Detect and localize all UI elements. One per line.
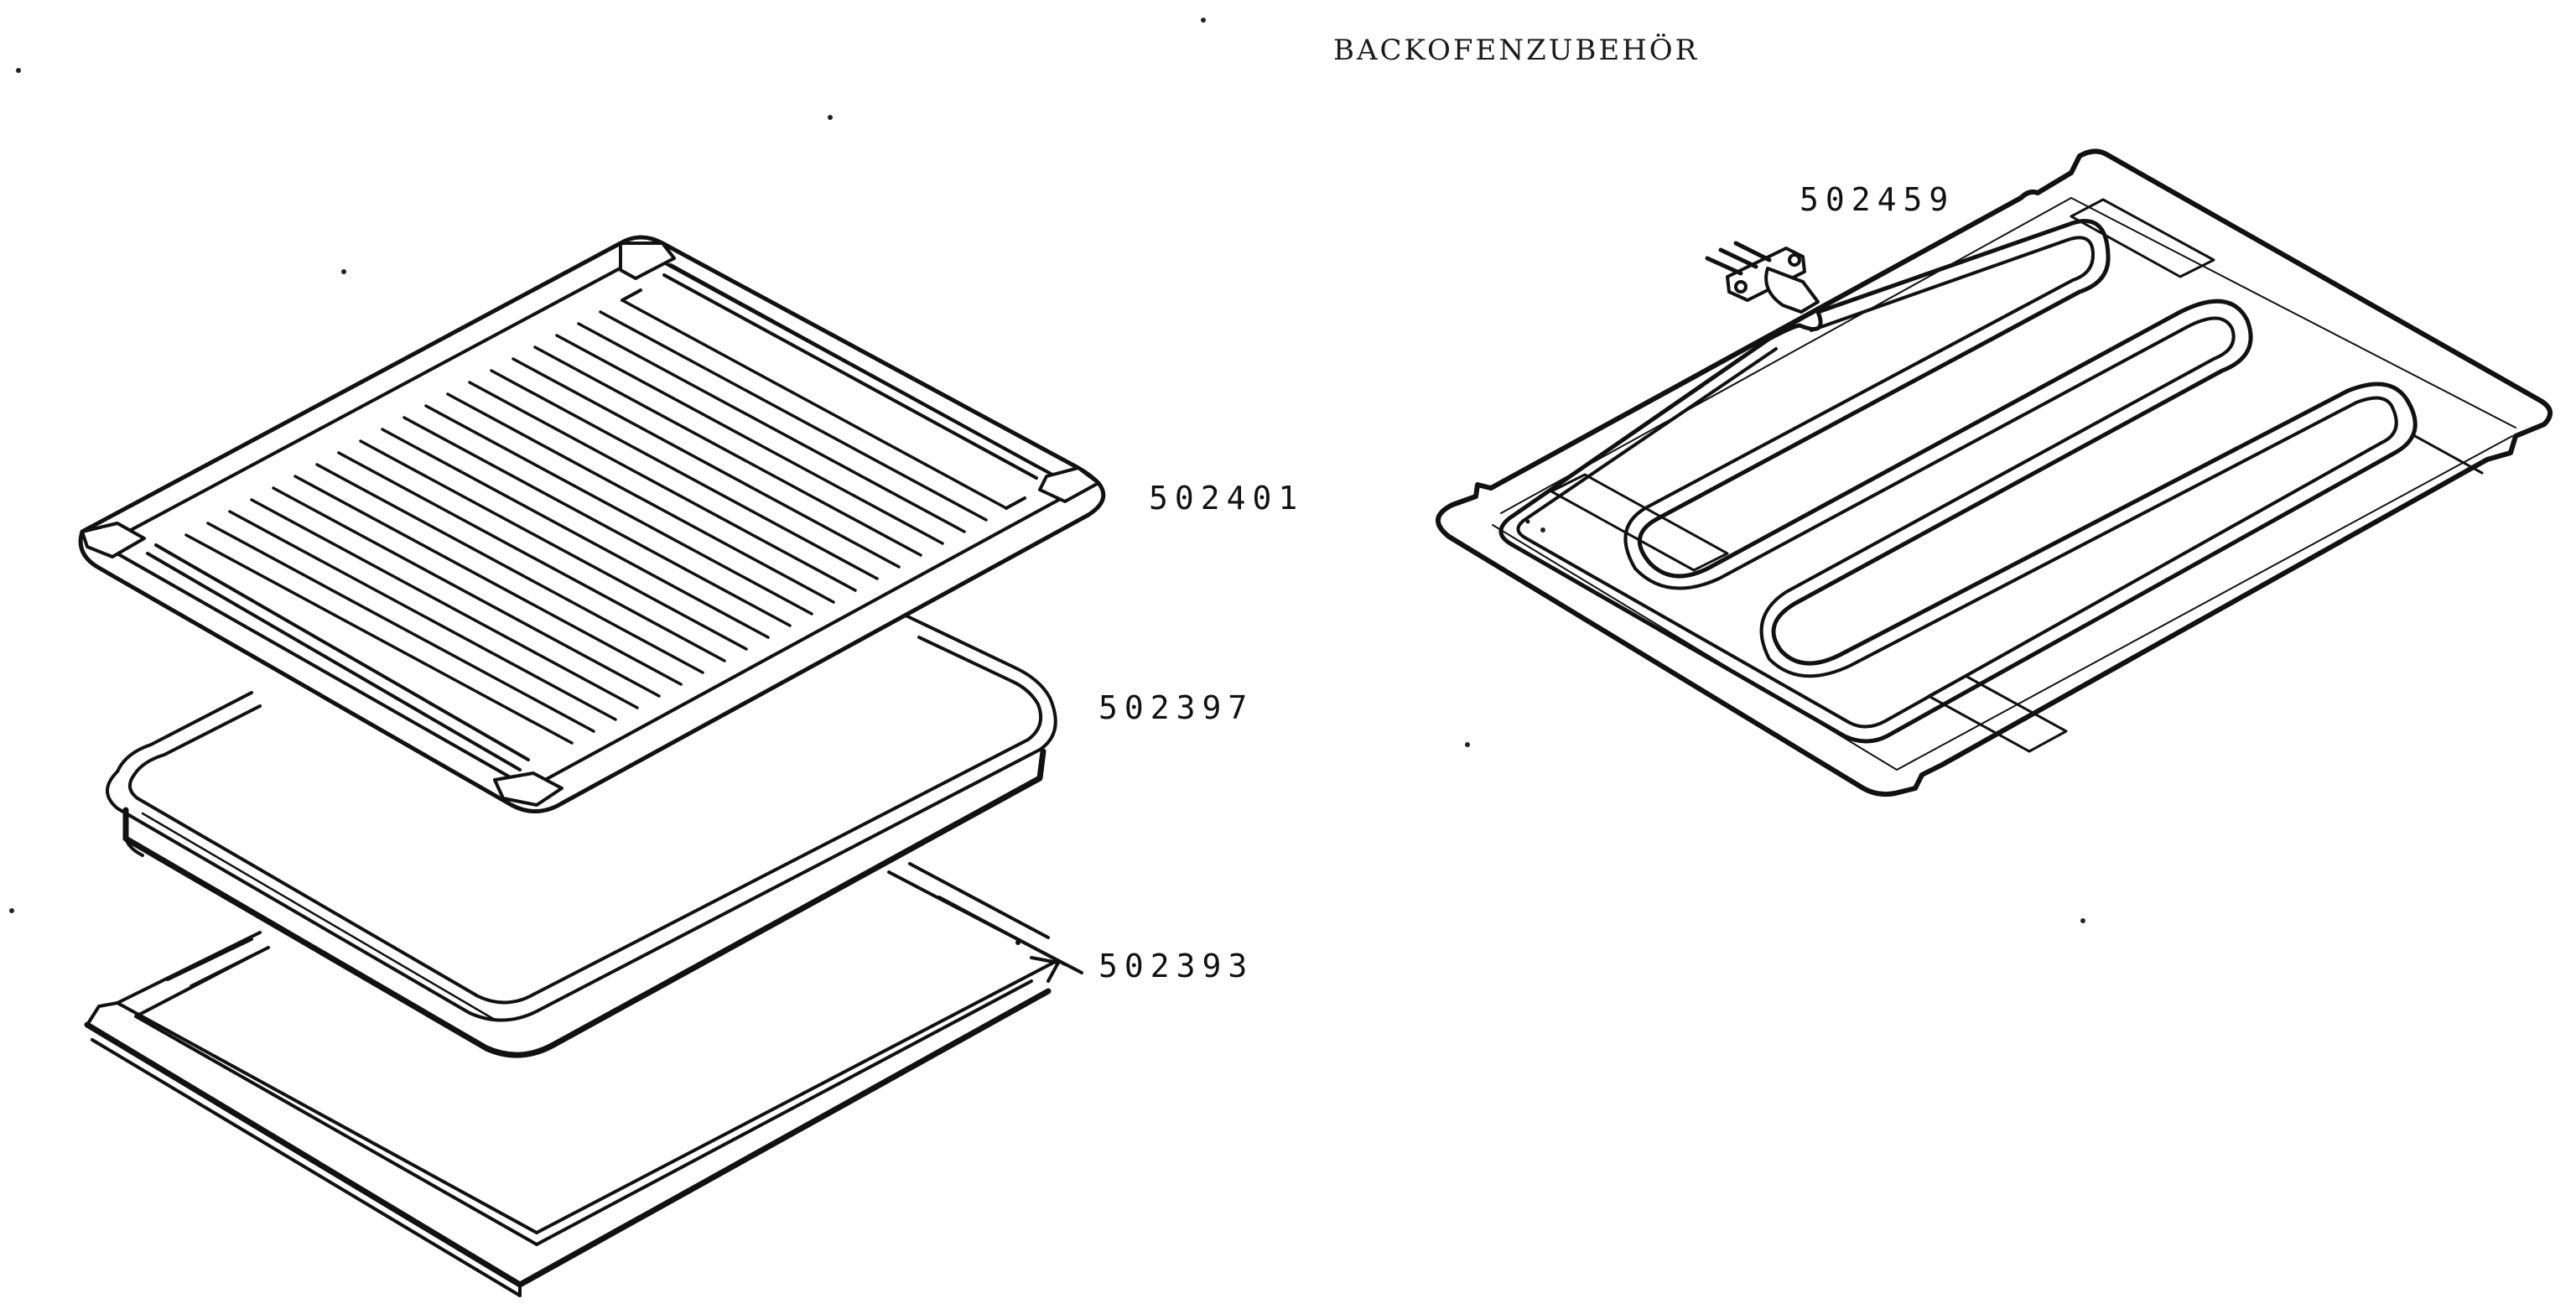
part-number-heating-element: 502459 (1800, 181, 1955, 218)
part-number-deep-tray: 502397 (1098, 689, 1254, 726)
paper-specks (9, 18, 2085, 923)
part-number-flat-sheet: 502393 (1098, 948, 1254, 984)
flat-baking-sheet-icon (84, 862, 1083, 1297)
diagram-title: BACKOFENZUBEHÖR (1333, 34, 1700, 67)
part-number-oven-rack: 502401 (1149, 480, 1305, 517)
oven-rack-icon (78, 235, 1106, 814)
terminal-block (1705, 241, 1820, 314)
deep-baking-tray-icon (106, 614, 1057, 1058)
heating-element-icon (1436, 148, 2553, 797)
rack-slats (184, 299, 1008, 745)
